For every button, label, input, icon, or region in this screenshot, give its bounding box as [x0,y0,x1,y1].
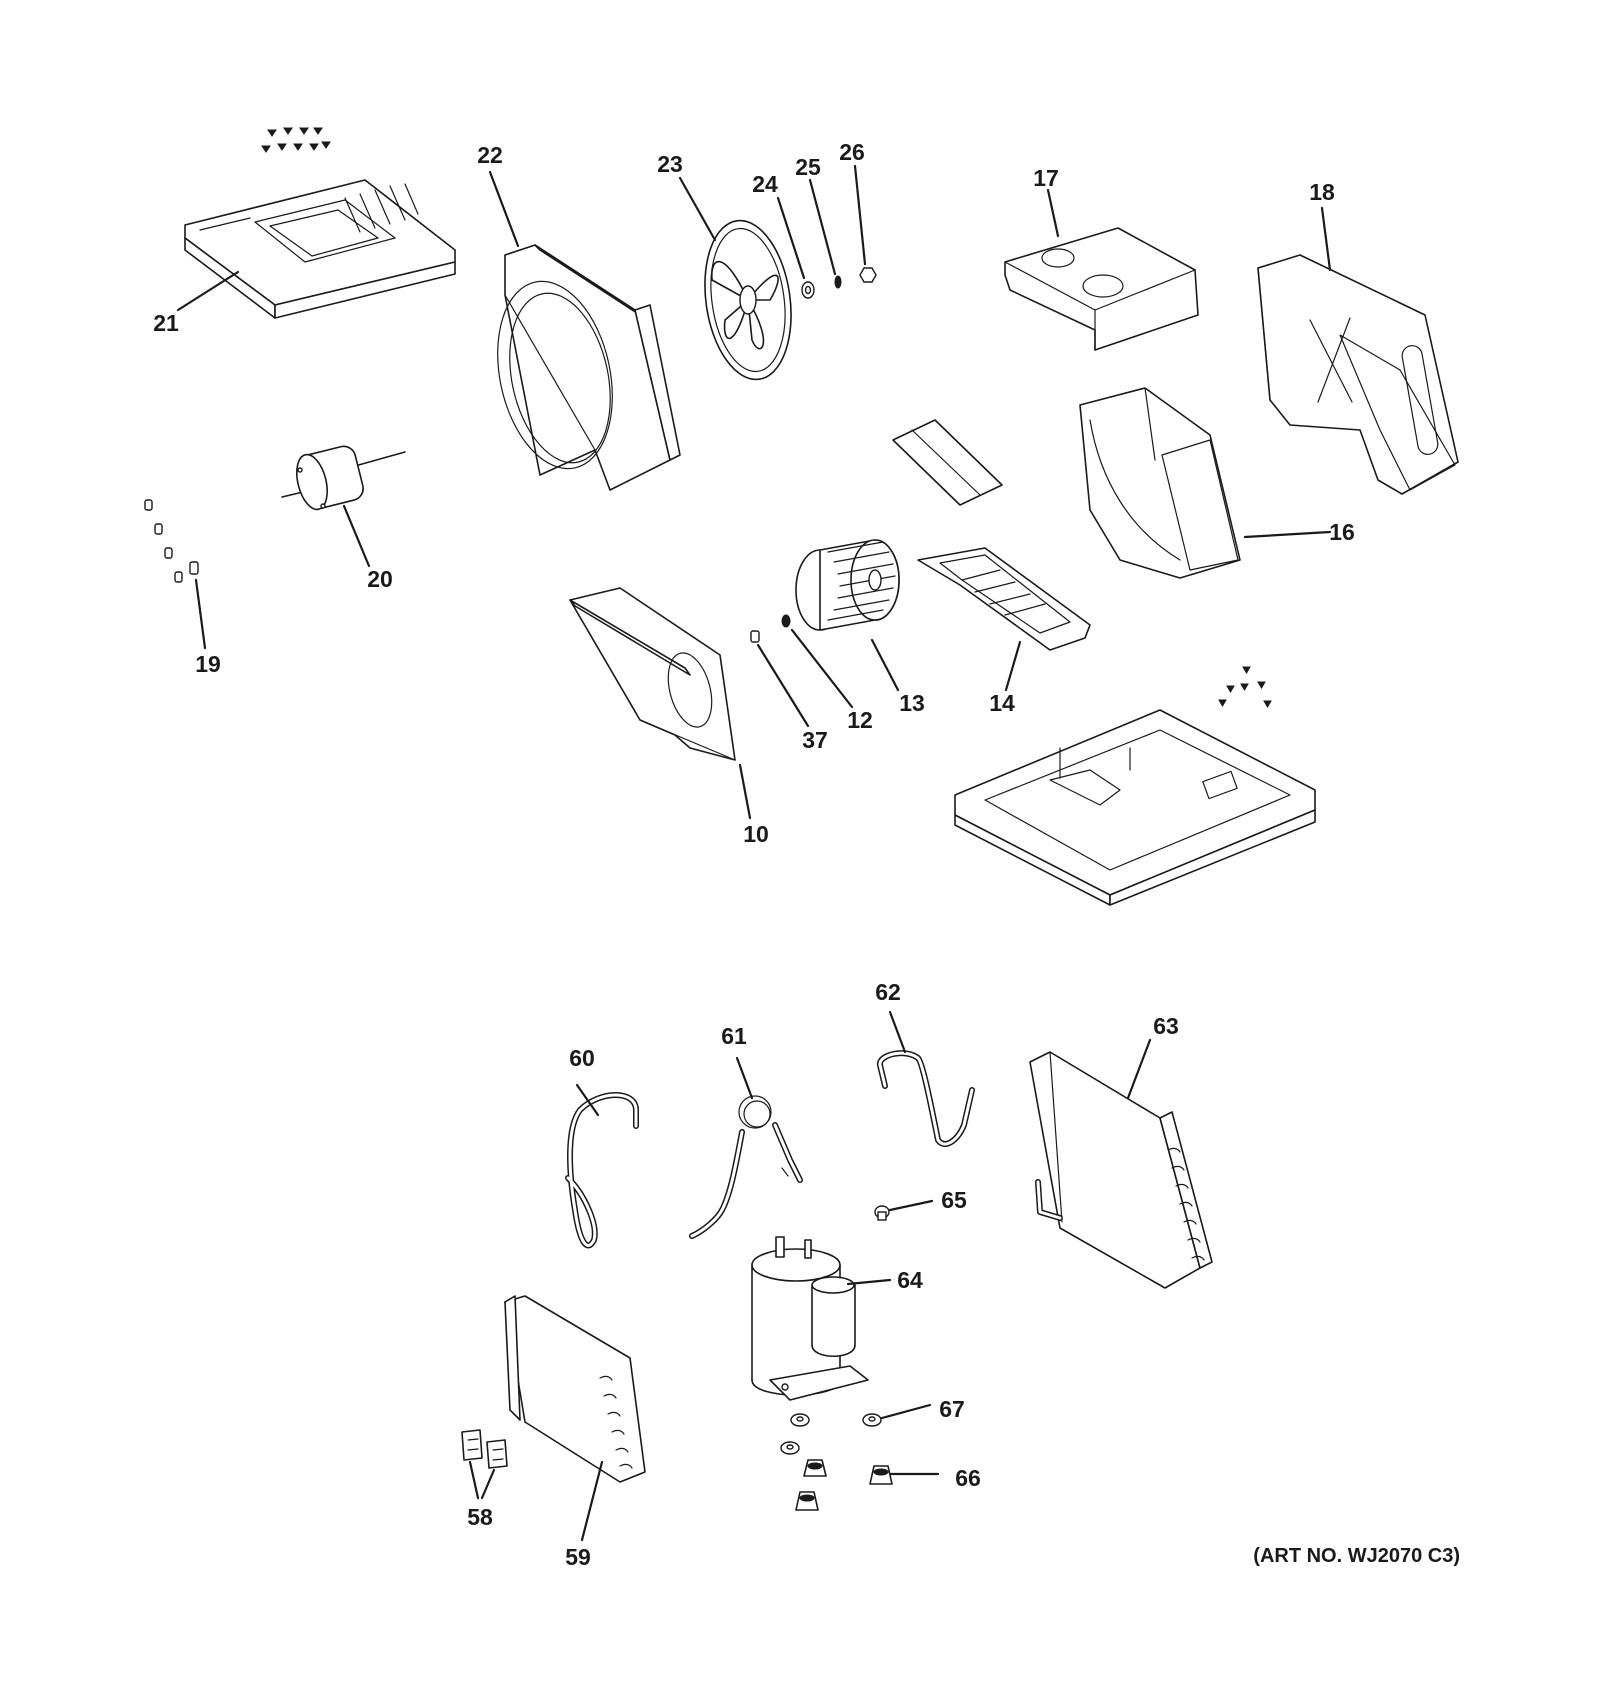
callout-20: 20 [367,566,393,592]
part-24-washer[interactable] [801,281,815,299]
callout-26: 26 [839,139,865,165]
part-26-nut[interactable] [859,267,877,283]
callout-61: 61 [721,1023,747,1049]
base-pan-screws [1218,666,1272,708]
callout-59: 59 [565,1544,591,1570]
callout-66: 66 [955,1465,981,1491]
callout-10: 10 [743,821,769,847]
evaporator-strip[interactable] [892,419,1003,506]
part-22-condenser-shroud[interactable] [481,244,681,491]
part-59-condenser-coil[interactable] [504,1295,646,1483]
callout-24: 24 [752,171,778,197]
part-65-grommet[interactable] [874,1205,890,1221]
part-16-blower-housing[interactable] [1079,387,1241,579]
part-13-blower-wheel[interactable] [795,539,900,631]
part-10-partition[interactable] [569,587,736,761]
part-61-capillary-tube[interactable] [689,1095,803,1239]
callout-16: 16 [1329,519,1355,545]
part-14-drain-tray[interactable] [917,547,1091,651]
callout-labels: 21 22 23 24 25 26 17 18 16 20 19 13 14 1… [153,139,1355,1570]
part-21-top-cover[interactable] [184,179,456,319]
part-23-fan-blade[interactable] [695,215,800,385]
callout-13: 13 [899,690,925,716]
callout-62: 62 [875,979,901,1005]
callout-21: 21 [153,310,179,336]
part-12-clip[interactable] [781,614,791,628]
callout-63: 63 [1153,1013,1179,1039]
part-19-nuts[interactable] [144,499,199,583]
callout-25: 25 [795,154,821,180]
callout-64: 64 [897,1267,923,1293]
callout-58: 58 [467,1504,493,1530]
callout-60: 60 [569,1045,595,1071]
leader-lines [176,164,1332,1542]
callout-12: 12 [847,707,873,733]
callout-19: 19 [195,651,221,677]
part-63-evaporator-coil[interactable] [1029,1051,1213,1289]
callout-67: 67 [939,1396,965,1422]
callout-23: 23 [657,151,683,177]
part-18-side-panel[interactable] [1257,254,1459,495]
art-number: (ART NO. WJ2070 C3) [1253,1545,1460,1567]
part-25-clip[interactable] [834,275,842,289]
part-20-fan-motor[interactable] [281,444,406,513]
callout-14: 14 [989,690,1015,716]
part-60-tube[interactable] [565,1092,639,1249]
base-pan[interactable] [954,709,1316,906]
part-66-rubber-mounts[interactable] [795,1459,893,1511]
part-58-clips[interactable] [461,1429,508,1469]
callout-65: 65 [941,1187,967,1213]
callout-22: 22 [477,142,503,168]
part-64-compressor[interactable] [751,1236,869,1401]
part-67-washers[interactable] [780,1413,882,1455]
callout-18: 18 [1309,179,1335,205]
callout-37: 37 [802,727,828,753]
part-62-tube[interactable] [877,1050,975,1147]
part-21-screws [261,127,331,153]
part-17-evaporator-cover[interactable] [1004,227,1199,351]
part-37-nut[interactable] [750,630,760,643]
callout-17: 17 [1033,165,1059,191]
